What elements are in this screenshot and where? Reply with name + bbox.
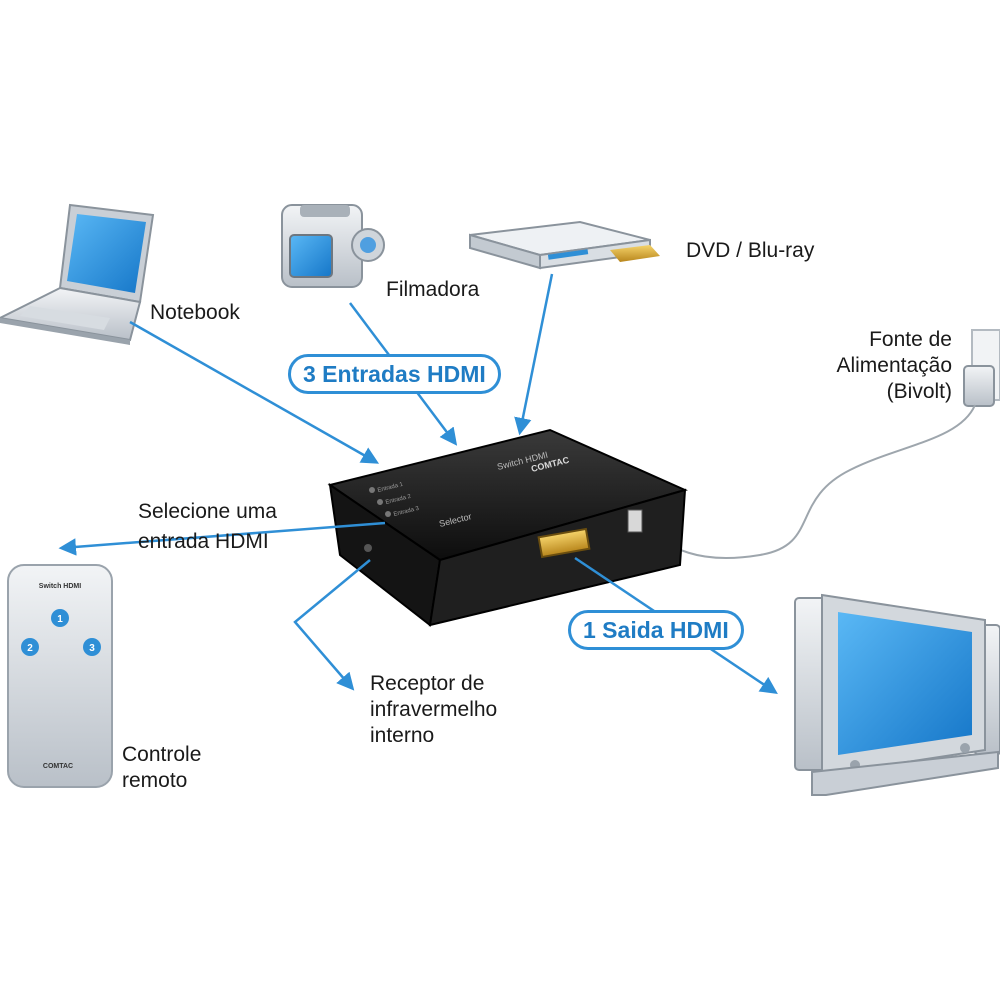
remote-button-3-label: 3: [89, 643, 95, 654]
label-selecione: Selecione uma entrada HDMI: [138, 499, 277, 555]
remote-title-text: Switch HDMI: [39, 583, 81, 590]
arrow-receptor: [293, 559, 371, 691]
label-receptor-line-3: interno: [370, 724, 435, 747]
hdmi-switch-device: Switch HDMI COMTAC Selector Entrada 1 En…: [327, 428, 688, 627]
label-fonte-line-2: Alimentação: [836, 354, 952, 377]
remote-button-2: [21, 638, 39, 656]
label-controle: Controle remoto: [122, 742, 201, 794]
callout-output: 1 Saida HDMI: [568, 610, 744, 650]
label-selecione-line-2: entrada HDMI: [138, 530, 269, 553]
tv-icon: [794, 593, 1000, 796]
label-fonte-line-1: Fonte de: [869, 328, 952, 351]
power-adapter-icon: [637, 329, 1000, 559]
label-receptor: Receptor de infravermelho interno: [370, 671, 497, 749]
remote-button-1: [51, 609, 69, 627]
arrows: [58, 273, 778, 694]
callout-inputs: 3 Entradas HDMI: [288, 354, 501, 394]
label-filmadora: Filmadora: [386, 278, 480, 301]
label-receptor-line-2: infravermelho: [370, 698, 498, 721]
arrow-select: [58, 521, 386, 556]
notebook-icon: [0, 203, 155, 345]
arrow-notebook: [129, 320, 380, 464]
dvd-player-icon: [469, 220, 660, 270]
label-receptor-line-1: Receptor de: [370, 672, 485, 695]
camcorder-icon: [281, 204, 385, 288]
label-fonte-line-3: (Bivolt): [886, 380, 952, 403]
label-fonte: Fonte de Alimentação (Bivolt): [800, 327, 952, 405]
remote-button-2-label: 2: [27, 643, 33, 654]
remote-button-1-label: 1: [57, 614, 63, 625]
remote-brand-text: COMTAC: [43, 763, 73, 770]
label-selecione-line-1: Selecione uma: [138, 500, 277, 523]
label-controle-line-2: remoto: [122, 769, 188, 792]
remote-control-icon: Switch HDMI 1 2 3 COMTAC: [7, 564, 113, 788]
arrow-dvd: [514, 273, 554, 436]
remote-button-3: [83, 638, 101, 656]
label-notebook: Notebook: [150, 301, 240, 324]
label-controle-line-1: Controle: [122, 743, 202, 766]
label-dvd: DVD / Blu-ray: [686, 239, 815, 262]
